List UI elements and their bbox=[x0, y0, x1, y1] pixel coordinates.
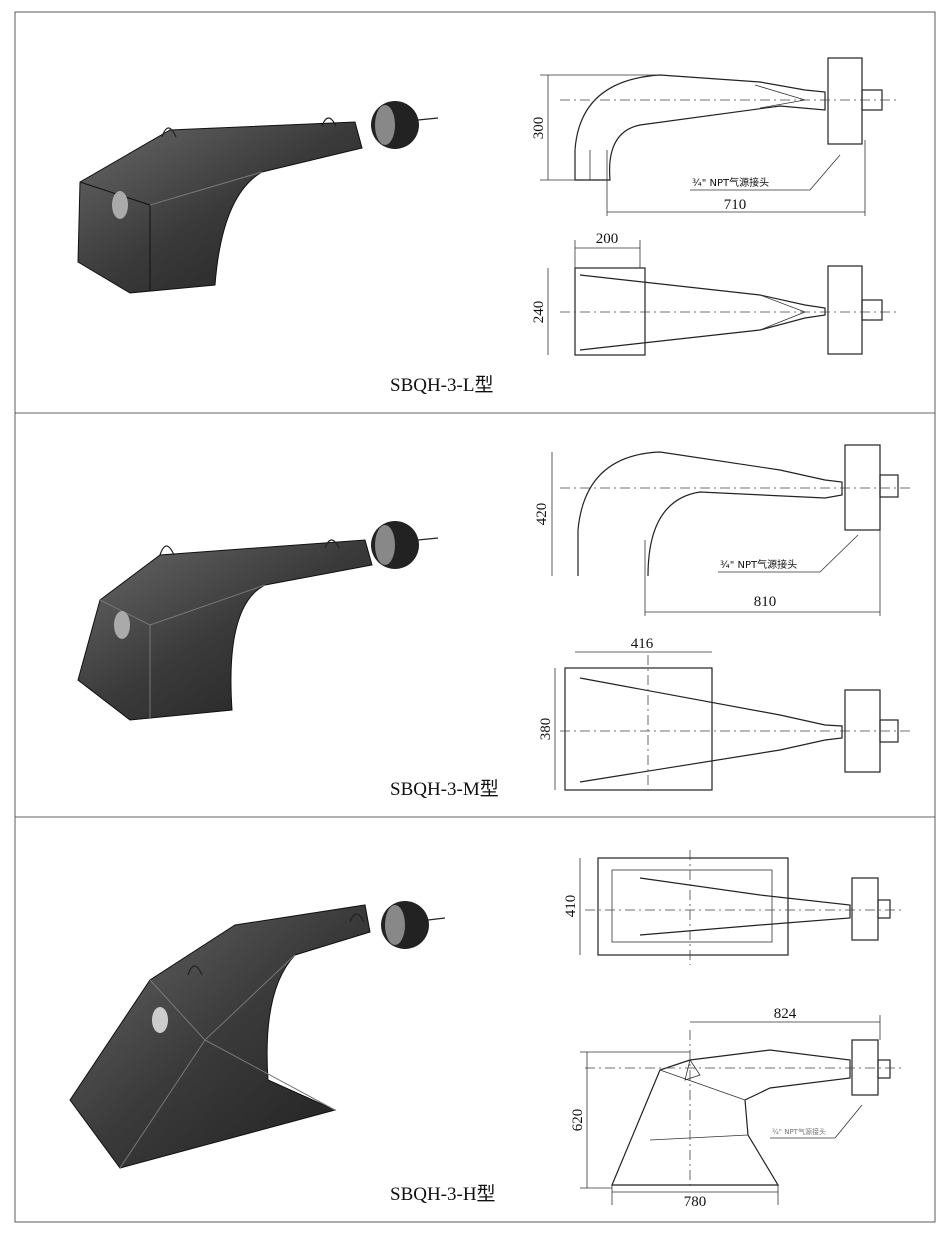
side-view-l: 300 710 ¾" NPT气源接头 bbox=[531, 57, 900, 216]
outer-frame bbox=[14, 11, 936, 1223]
model-caption-l: SBQH-3-L型 bbox=[390, 374, 493, 396]
model-caption-h: SBQH-3-H型 bbox=[390, 1183, 496, 1205]
dim-plan-width: 380 bbox=[538, 718, 554, 741]
dim-length: 710 bbox=[724, 197, 747, 213]
dim-plan-width: 240 bbox=[531, 301, 547, 324]
dim-inlet-width: 416 bbox=[631, 636, 654, 652]
panel-m: 420 810 ¾" NPT气源接头 416 380 SBQH-3-M型 bbox=[77, 444, 910, 800]
dim-height: 420 bbox=[534, 503, 550, 526]
plan-view-l: 200 240 bbox=[531, 231, 900, 356]
panel-h: 410 824 620 780 ¾" NPT气源接头 SBQH-3-H型 bbox=[69, 850, 905, 1210]
dim-plan-width: 410 bbox=[563, 895, 579, 918]
dim-length: 824 bbox=[774, 1006, 797, 1022]
side-view-h: 824 620 780 ¾" NPT气源接头 bbox=[570, 1006, 905, 1210]
dim-height: 300 bbox=[531, 117, 547, 140]
model-caption-m: SBQH-3-M型 bbox=[390, 778, 499, 800]
air-connector-note: ¾" NPT气源接头 bbox=[772, 1127, 826, 1136]
product-photo-h bbox=[69, 901, 446, 1169]
product-photo-m bbox=[77, 521, 439, 721]
panel-l: 300 710 ¾" NPT气源接头 200 240 SBQH-3-L型 bbox=[77, 57, 900, 396]
air-connector-note: ¾" NPT气源接头 bbox=[692, 176, 769, 189]
plan-view-h: 410 bbox=[563, 850, 905, 965]
dim-base-width: 780 bbox=[684, 1194, 707, 1210]
plan-view-m: 416 380 bbox=[538, 636, 910, 791]
dim-length: 810 bbox=[754, 594, 777, 610]
product-photo-l bbox=[77, 101, 439, 294]
dim-inlet-width: 200 bbox=[596, 231, 619, 247]
air-connector-note: ¾" NPT气源接头 bbox=[720, 558, 797, 571]
side-view-m: 420 810 ¾" NPT气源接头 bbox=[534, 444, 910, 616]
dim-height: 620 bbox=[570, 1109, 586, 1132]
